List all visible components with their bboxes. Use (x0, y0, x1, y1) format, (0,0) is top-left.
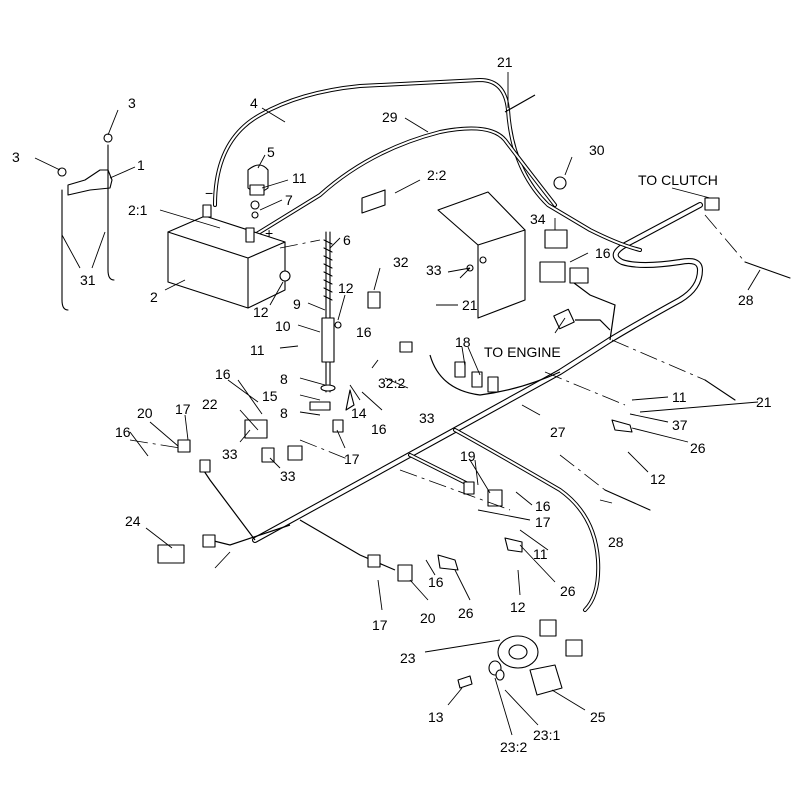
callout-37: 37 (672, 417, 688, 433)
callout-16: 16 (356, 324, 372, 340)
callout-16: 16 (428, 574, 444, 590)
callout-29: 29 (382, 109, 398, 125)
callout-11: 11 (292, 170, 307, 186)
callout-26: 26 (690, 440, 706, 456)
battery: − + (167, 185, 291, 309)
callout-21: 21 (497, 54, 513, 70)
callout-33: 33 (222, 446, 238, 462)
callout-16: 16 (371, 421, 387, 437)
callout-17: 17 (372, 617, 388, 633)
callout-24: 24 (125, 513, 141, 529)
callout-17: 17 (535, 514, 551, 530)
callout-19: 19 (460, 448, 476, 464)
callout-30: 30 (589, 142, 605, 158)
callout-33: 33 (280, 468, 296, 484)
callout-2-1: 2:1 (128, 202, 148, 218)
callout-8: 8 (280, 371, 288, 387)
callout-33: 33 (419, 410, 435, 426)
callout-31: 31 (80, 272, 96, 288)
svg-text:−: − (205, 185, 213, 201)
callout-25: 25 (590, 709, 606, 725)
callout-28: 28 (608, 534, 624, 550)
callout-21: 21 (756, 394, 772, 410)
callout-2-2: 2:2 (427, 167, 447, 183)
callout-17: 17 (175, 401, 191, 417)
callout-26: 26 (458, 605, 474, 621)
callout-17: 17 (344, 451, 360, 467)
callout-32: 32 (393, 254, 409, 270)
callout-6: 6 (343, 232, 351, 248)
callout-21: 21 (462, 297, 478, 313)
callout-12: 12 (338, 280, 354, 296)
callout-22: 22 (202, 396, 218, 412)
callout-23-1: 23:1 (533, 727, 560, 743)
battery-cables (213, 78, 642, 252)
callout-26: 26 (560, 583, 576, 599)
ignition-switch (457, 635, 563, 696)
callout-33: 33 (426, 262, 442, 278)
callout-13: 13 (428, 709, 444, 725)
callout-16: 16 (595, 245, 611, 261)
callout-12: 12 (650, 471, 666, 487)
leader-lines (34, 72, 761, 736)
callout-20: 20 (137, 405, 153, 421)
callout-16: 16 (115, 424, 131, 440)
battery-bracket (361, 189, 386, 214)
caption-to-engine: TO ENGINE (484, 344, 561, 360)
callout-11: 11 (672, 389, 687, 405)
caption-to-clutch: TO CLUTCH (638, 172, 718, 188)
callout-23-2: 23:2 (500, 739, 527, 755)
callout-34: 34 (530, 211, 546, 227)
callout-4: 4 (250, 95, 258, 111)
callout-16: 16 (215, 366, 231, 382)
callout-2: 2 (150, 289, 158, 305)
callout-labels: 21 3 3 1 31 4 29 5 11 7 2:1 2:2 6 2 12 9… (12, 54, 772, 755)
main-wiring-harness (199, 202, 703, 612)
centerlines (129, 214, 746, 511)
cable-ties (604, 261, 791, 511)
callout-10: 10 (275, 318, 291, 334)
callout-9: 9 (293, 296, 301, 312)
callout-12: 12 (253, 304, 269, 320)
callout-8: 8 (280, 405, 288, 421)
callout-27: 27 (550, 424, 566, 440)
battery-rods (57, 133, 115, 311)
callout-3: 3 (12, 149, 20, 165)
callout-15: 15 (262, 388, 278, 404)
callout-7: 7 (285, 192, 293, 208)
callout-14: 14 (351, 405, 367, 421)
starter-solenoid (247, 164, 269, 219)
callout-11: 11 (533, 546, 548, 562)
callout-3: 3 (128, 95, 136, 111)
callout-5: 5 (267, 144, 275, 160)
switch-parts (157, 291, 633, 657)
callout-20: 20 (420, 610, 436, 626)
callout-12: 12 (510, 599, 526, 615)
callout-11: 11 (250, 342, 265, 358)
svg-text:+: + (265, 225, 273, 241)
callout-28: 28 (738, 292, 754, 308)
relay-bracket (437, 176, 720, 330)
callout-18: 18 (455, 334, 471, 350)
callout-1: 1 (137, 157, 145, 173)
hold-down-rod (320, 231, 342, 393)
callout-16: 16 (535, 498, 551, 514)
callout-32-2: 32:2 (378, 375, 405, 391)
callout-23: 23 (400, 650, 416, 666)
